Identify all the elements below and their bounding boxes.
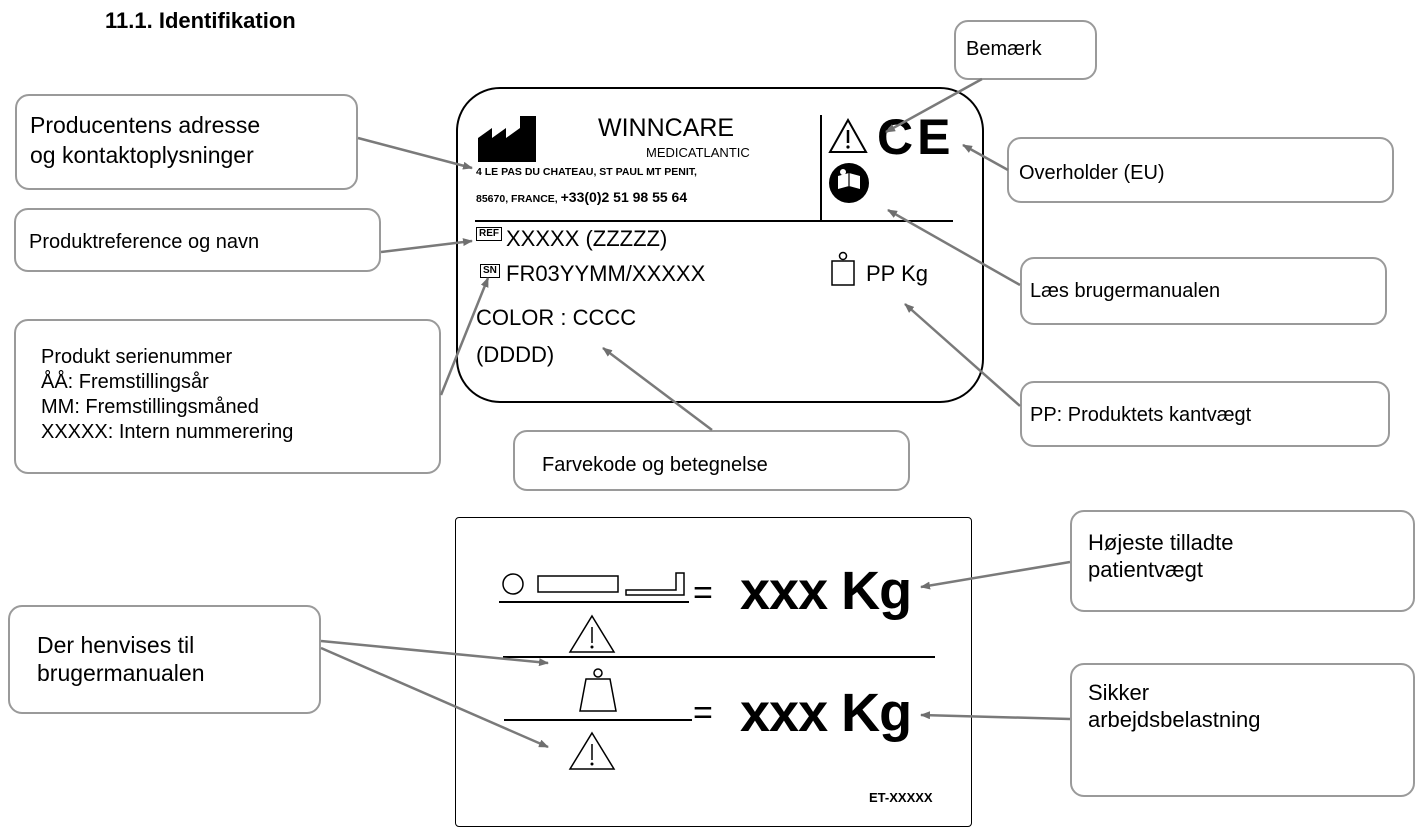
ce-mark-icon: CE (877, 109, 955, 165)
callout-serie-line-4: XXXXX: Intern nummerering (41, 421, 294, 443)
callout-producer: Producentens adresse og kontaktoplysning… (15, 94, 358, 190)
warning-triangle-icon (568, 731, 616, 770)
callout-henvises: Der henvises til brugermanualen (8, 605, 321, 714)
address-line-2: 85670, FRANCE, +33(0)2 51 98 55 64 (476, 189, 687, 205)
address-line-2-text: 85670, FRANCE, (476, 193, 558, 205)
load-divider (503, 656, 935, 658)
warning-triangle-icon (828, 118, 868, 153)
load-weight-icon (579, 668, 617, 712)
sn-value: FR03YYMM/XXXXX (506, 261, 706, 286)
callout-produktref: Produktreference og navn (14, 208, 381, 272)
phone-number: +33(0)2 51 98 55 64 (560, 189, 688, 205)
safe-load-value: xxx Kg (740, 683, 912, 743)
color-name: (DDDD) (476, 342, 555, 367)
ref-tag: REF (476, 227, 502, 241)
callout-farve-text: Farvekode og betegnelse (542, 454, 768, 476)
callout-hoejeste: Højeste tilladte patientvægt (1070, 510, 1415, 612)
label-code: ET-XXXXX (869, 790, 933, 805)
callout-bemaerk-text: Bemærk (966, 38, 1042, 60)
callout-farve: Farvekode og betegnelse (513, 430, 910, 491)
equals-sign-2: = (693, 694, 713, 732)
callout-sikker: Sikker arbejdsbelastning (1070, 663, 1415, 797)
fraction-line-2 (504, 719, 692, 721)
fraction-line-1 (499, 601, 689, 603)
arrow-producer (357, 136, 473, 170)
callout-serie-line-2: ÅÅ: Fremstillingsår (41, 371, 209, 393)
callout-pp-text: PP: Produktets kantvægt (1030, 404, 1252, 426)
callout-overholder: Overholder (EU) (1007, 137, 1394, 203)
callout-producer-line-2: og kontaktoplysninger (30, 142, 254, 168)
label-divider-horizontal (475, 220, 953, 222)
callout-serie: Produkt serienummer ÅÅ: Fremstillingsår … (14, 319, 441, 474)
callout-sikker-line-1: Sikker (1088, 680, 1150, 705)
section-heading: 11.1. Identifikation (105, 8, 296, 33)
warning-triangle-icon (568, 614, 616, 653)
weight-icon (831, 251, 855, 286)
callout-serie-line-3: MM: Fremstillingsmåned (41, 396, 259, 418)
bed-icon (502, 572, 685, 596)
callout-sikker-line-2: arbejdsbelastning (1088, 707, 1261, 732)
address-line-1: 4 LE PAS DU CHATEAU, ST PAUL MT PENIT, (476, 166, 697, 178)
callout-pp: PP: Produktets kantvægt (1020, 381, 1390, 447)
brand-name: WINNCARE (598, 114, 735, 142)
sn-tag: SN (480, 264, 500, 278)
callout-produktref-text: Produktreference og navn (29, 231, 260, 253)
callout-laes-text: Læs brugermanualen (1030, 280, 1221, 302)
read-manual-icon (829, 163, 869, 203)
factory-icon (478, 116, 536, 162)
callout-laes: Læs brugermanualen (1020, 257, 1387, 325)
ref-value: XXXXX (ZZZZZ) (506, 226, 668, 251)
color-code: COLOR : CCCC (476, 305, 637, 330)
label-divider-vertical (820, 115, 822, 220)
callout-overholder-text: Overholder (EU) (1019, 162, 1165, 184)
callout-serie-line-1: Produkt serienummer (41, 346, 233, 368)
callout-producer-line-1: Producentens adresse (30, 112, 261, 138)
callout-hoejeste-line-2: patientvægt (1088, 557, 1203, 582)
callout-henvises-line-2: brugermanualen (37, 660, 205, 686)
callout-henvises-line-1: Der henvises til (37, 632, 195, 658)
callout-hoejeste-line-1: Højeste tilladte (1088, 530, 1234, 555)
patient-load-value: xxx Kg (740, 561, 912, 621)
callout-bemaerk: Bemærk (954, 20, 1097, 80)
weight-value: PP Kg (866, 261, 928, 286)
sub-brand: MEDICATLANTIC (646, 145, 750, 160)
equals-sign-1: = (693, 574, 713, 612)
